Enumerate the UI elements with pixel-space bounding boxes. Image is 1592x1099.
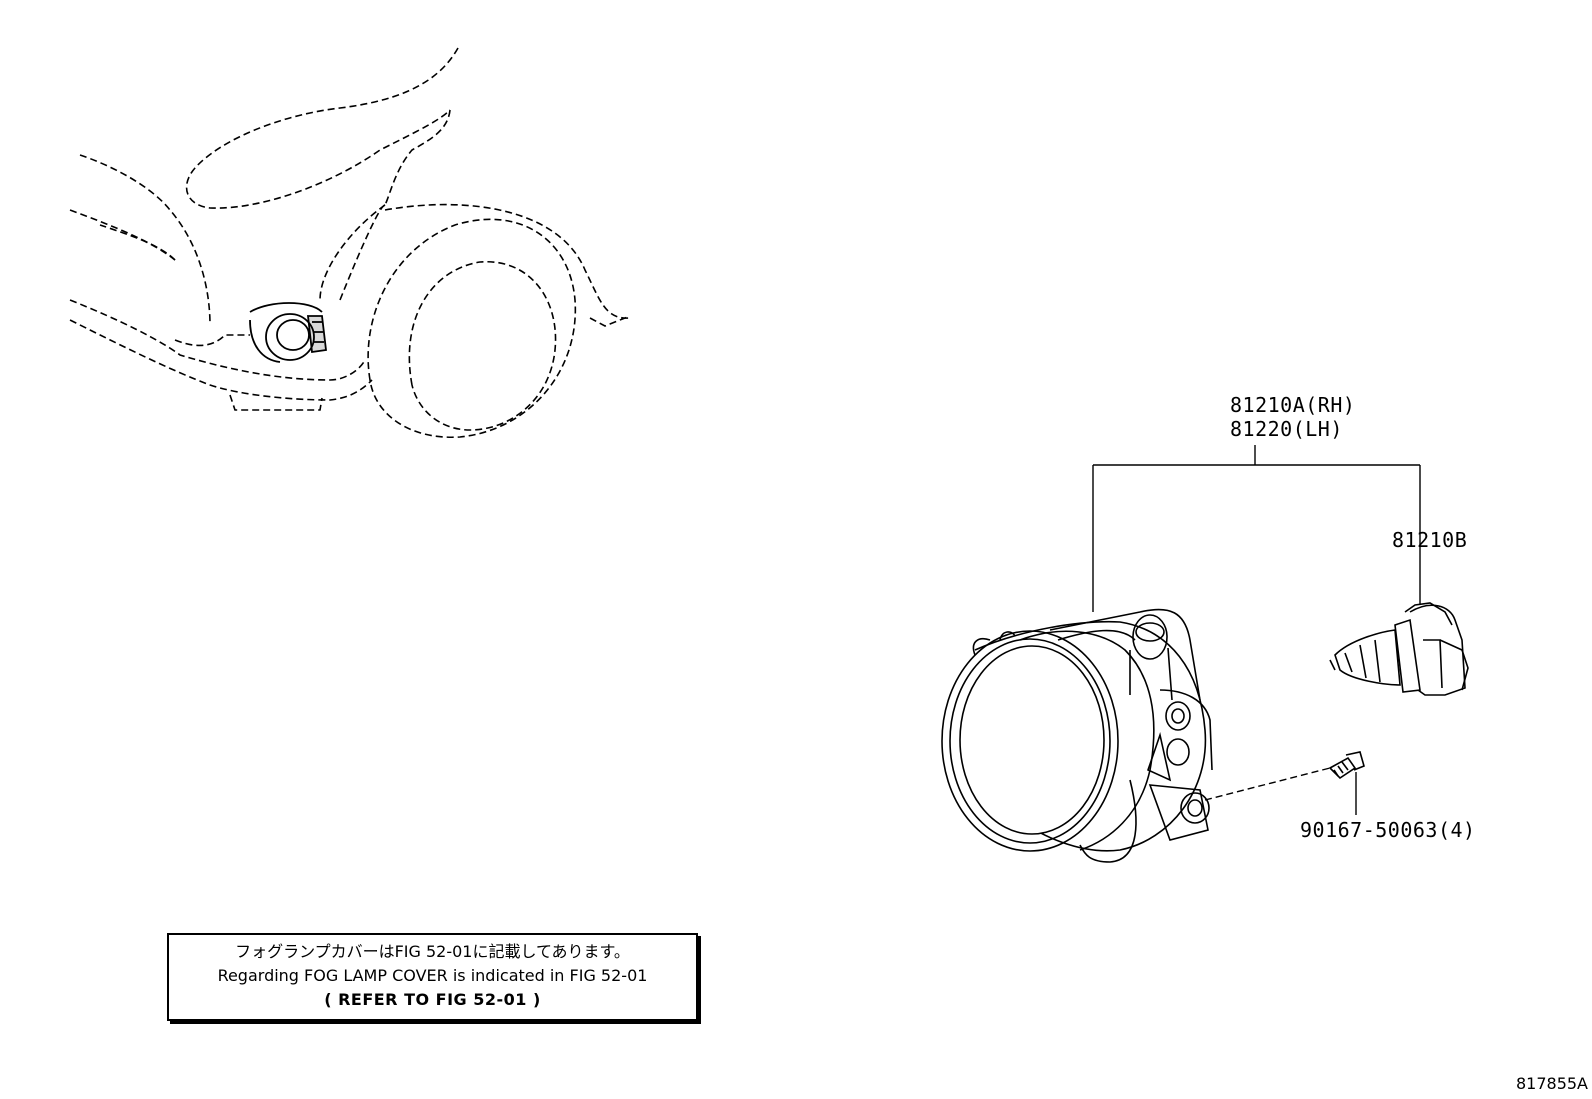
part-number-screw: 90167-50063(4) — [1300, 818, 1476, 842]
figure-id: 817855A — [1515, 1074, 1588, 1093]
note-refer: ( REFER TO FIG 52-01 ) — [324, 990, 541, 1009]
note-japanese: フォグランプカバーはFIG 52-01に記載してあります。 — [235, 942, 630, 961]
part-number-81210B-bulb: 81210B — [1392, 528, 1468, 552]
fog-lamp-location-marker — [249, 302, 327, 363]
part-number-81210A-rh: 81210A(RH) — [1230, 393, 1356, 417]
fog-lamp-bulb — [1329, 602, 1469, 696]
fog-lamp-assembly — [941, 608, 1213, 863]
leader-lines — [1092, 445, 1421, 815]
reference-note-box: フォグランプカバーはFIG 52-01に記載してあります。 Regarding … — [167, 933, 698, 1021]
screw — [1328, 751, 1365, 780]
note-english: Regarding FOG LAMP COVER is indicated in… — [217, 966, 648, 985]
part-number-81220-lh: 81220(LH) — [1230, 417, 1343, 441]
vehicle-front-illustration — [69, 47, 631, 438]
